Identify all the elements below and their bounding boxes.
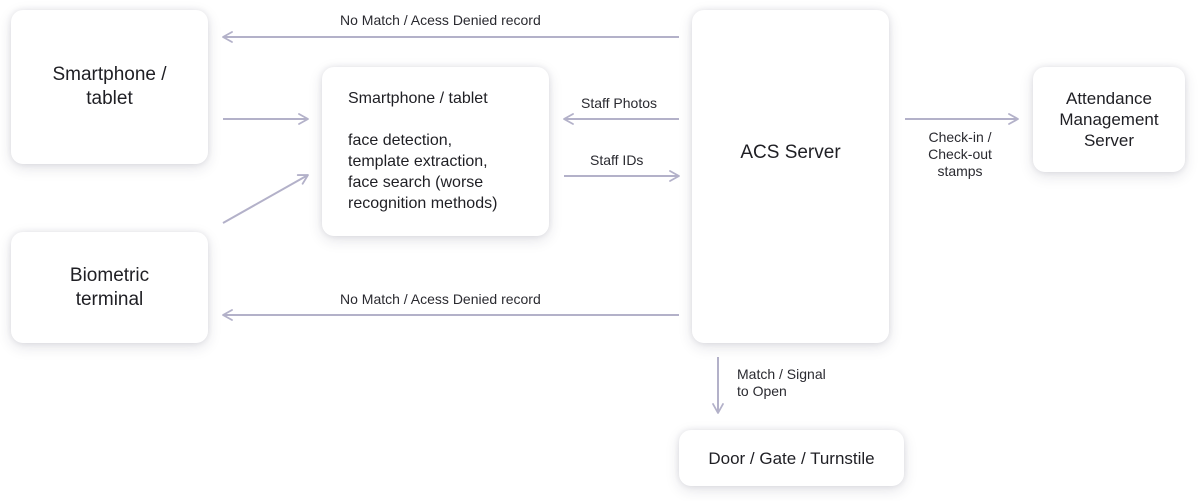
processing-node-title: Smartphone / tablet bbox=[348, 90, 488, 107]
arrow-biometric-to-processing bbox=[222, 174, 309, 224]
processing-node-body-4: recognition methods) bbox=[348, 195, 498, 212]
edge-label-staff-ids: Staff IDs bbox=[590, 152, 644, 168]
processing-node-body-3: face search (worse bbox=[348, 174, 484, 191]
edge-label-no-match-top: No Match / Acess Denied record bbox=[340, 12, 541, 28]
checkin-label-line-1: Check-in / bbox=[928, 129, 992, 145]
acs-server-node: ACS Server bbox=[692, 10, 889, 343]
smartphone-node-line-1: Smartphone / bbox=[52, 64, 167, 85]
attendance-node-line-2: Management bbox=[1059, 110, 1159, 129]
attendance-server-node: Attendance Management Server bbox=[1033, 67, 1185, 172]
processing-node-body-1: face detection, bbox=[348, 132, 453, 149]
door-node-label: Door / Gate / Turnstile bbox=[708, 448, 875, 468]
edge-label-checkin: Check-in / Check-out stamps bbox=[905, 129, 1015, 180]
biometric-node-line-2: terminal bbox=[75, 288, 144, 310]
attendance-node-line-3: Server bbox=[1083, 131, 1135, 150]
match-label-line-1: Match / Signal bbox=[737, 366, 826, 382]
acs-server-label: ACS Server bbox=[740, 142, 841, 163]
processing-device-node: Smartphone / tablet face detection, temp… bbox=[322, 67, 549, 236]
processing-node-body-2: template extraction, bbox=[348, 153, 488, 170]
attendance-node-line-1: Attendance bbox=[1065, 89, 1152, 108]
smartphone-node-line-2: tablet bbox=[86, 88, 133, 109]
edge-label-no-match-bottom: No Match / Acess Denied record bbox=[340, 291, 541, 307]
match-label-line-2: to Open bbox=[737, 383, 787, 399]
door-gate-turnstile-node: Door / Gate / Turnstile bbox=[679, 430, 904, 486]
checkin-label-line-3: stamps bbox=[937, 163, 983, 179]
edge-label-staff-photos: Staff Photos bbox=[581, 95, 658, 111]
checkin-label-line-2: Check-out bbox=[928, 146, 992, 162]
biometric-node-line-1: Biometric bbox=[69, 264, 150, 286]
edge-label-match-signal: Match / Signal to Open bbox=[737, 366, 826, 400]
biometric-terminal-node: Biometric terminal bbox=[11, 232, 208, 343]
smartphone-tablet-node: Smartphone / tablet bbox=[11, 10, 208, 164]
